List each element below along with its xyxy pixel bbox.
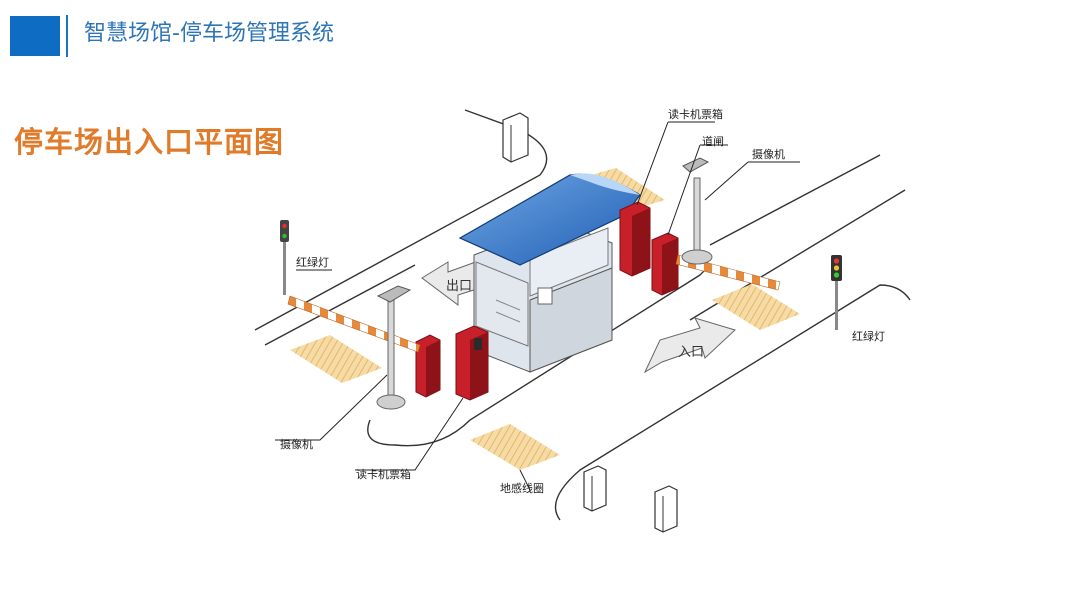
road-lines [254, 109, 911, 521]
exit-arrow-label: 出口 [446, 279, 472, 294]
ground-loop-pad [290, 335, 382, 383]
traffic-light-right [831, 255, 842, 330]
entrance-arrow [643, 317, 736, 374]
label-card-reader-bottom: 读卡机票箱 [356, 467, 411, 481]
bollard [654, 485, 678, 533]
page-header-title: 智慧场馆-停车场管理系统 [84, 21, 334, 46]
label-traffic-light-left: 红绿灯 [296, 255, 329, 269]
section-title: 停车场出入口平面图 [14, 125, 285, 159]
card-reader-box-bottom [455, 325, 489, 401]
header-accent-block [10, 16, 60, 56]
entrance-arrow-label: 入口 [678, 345, 704, 360]
label-camera-top: 摄像机 [752, 147, 785, 161]
barrier-gate-bottom [287, 295, 441, 398]
leader-lines [275, 121, 800, 491]
bollard [502, 112, 529, 163]
camera-bottom [376, 285, 412, 410]
ground-loop-pad [470, 424, 560, 470]
card-reader-box-top [619, 201, 651, 277]
label-card-reader-top: 读卡机票箱 [668, 107, 723, 121]
ground-loop-pad [712, 284, 800, 330]
label-ground-loop: 地感线圈 [500, 481, 544, 495]
label-camera-bottom: 摄像机 [280, 437, 313, 451]
header-divider [66, 15, 68, 57]
label-traffic-light-right: 红绿灯 [852, 329, 885, 343]
traffic-light-left [280, 220, 289, 295]
camera-top [681, 157, 713, 265]
bollard [583, 465, 607, 512]
label-barrier-gate: 道闸 [702, 134, 724, 148]
